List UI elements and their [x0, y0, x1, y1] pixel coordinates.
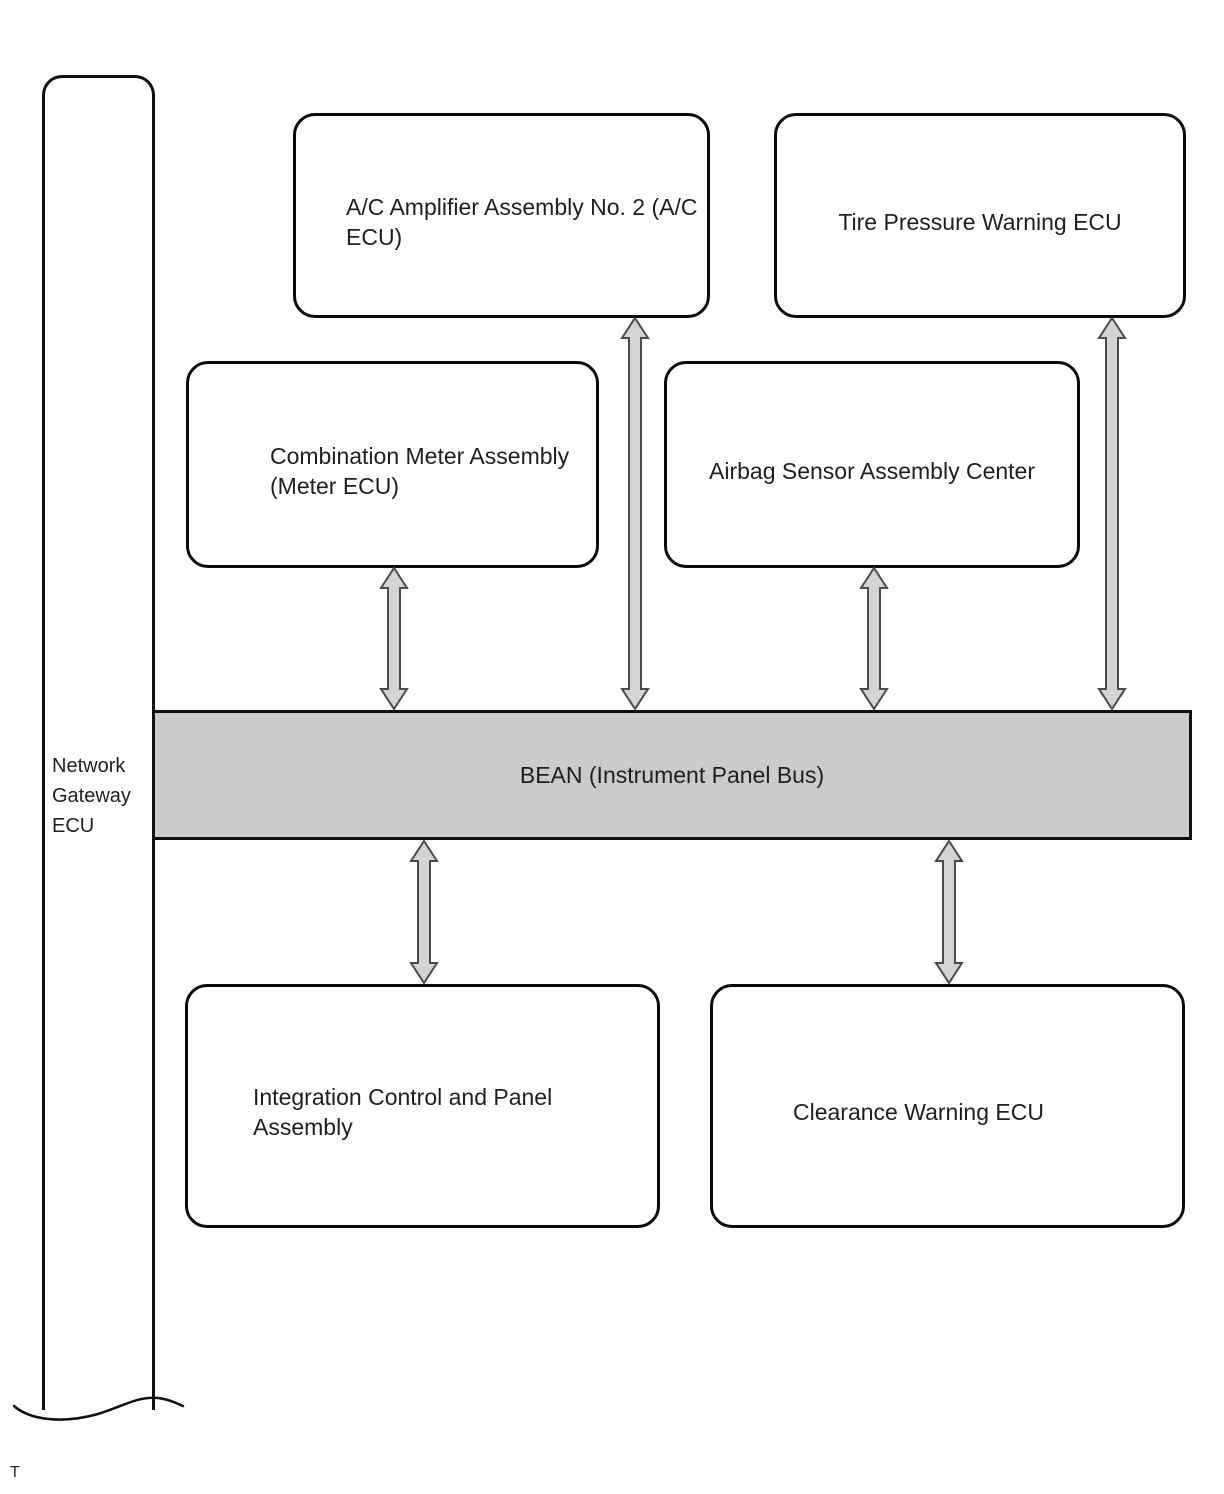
node-integration-control-panel: Integration Control and Panel Assembly [185, 984, 660, 1228]
node-tire-pressure-warning-ecu: Tire Pressure Warning ECU [774, 113, 1186, 318]
node-tire-pressure-warning-ecu-label: Tire Pressure Warning ECU [838, 208, 1122, 235]
bean-bus-bar: BEAN (Instrument Panel Bus) [155, 710, 1192, 840]
node-combination-meter-label: Combination Meter Assembly (Meter ECU) [270, 442, 570, 499]
node-network-gateway-ecu [42, 75, 155, 1410]
node-network-gateway-ecu-label: Network Gateway ECU [52, 755, 131, 837]
arrow-combination-meter-to-bus [379, 567, 409, 710]
node-airbag-sensor-center-label: Airbag Sensor Assembly Center [709, 457, 1035, 484]
node-combination-meter: Combination Meter Assembly (Meter ECU) [186, 361, 599, 568]
node-ac-amplifier: A/C Amplifier Assembly No. 2 (A/C ECU) [293, 113, 710, 318]
arrow-tire-pressure-to-bus [1097, 317, 1127, 710]
footer-mark: T [10, 1464, 20, 1481]
node-clearance-warning-ecu-label: Clearance Warning ECU [793, 1099, 1044, 1125]
node-integration-control-panel-label: Integration Control and Panel Assembly [253, 1084, 553, 1140]
arrow-bus-to-clearance-warning [934, 840, 964, 984]
arrow-airbag-sensor-to-bus [859, 567, 889, 710]
arrow-bus-to-integration-panel [409, 840, 439, 984]
bean-bus-label: BEAN (Instrument Panel Bus) [519, 761, 825, 788]
node-ac-amplifier-label: A/C Amplifier Assembly No. 2 (A/C ECU) [346, 193, 698, 250]
node-airbag-sensor-center: Airbag Sensor Assembly Center [664, 361, 1080, 568]
node-clearance-warning-ecu: Clearance Warning ECU [710, 984, 1185, 1228]
arrow-ac-amplifier-to-bus [620, 317, 650, 710]
gateway-break-wave-line [12, 1396, 185, 1421]
